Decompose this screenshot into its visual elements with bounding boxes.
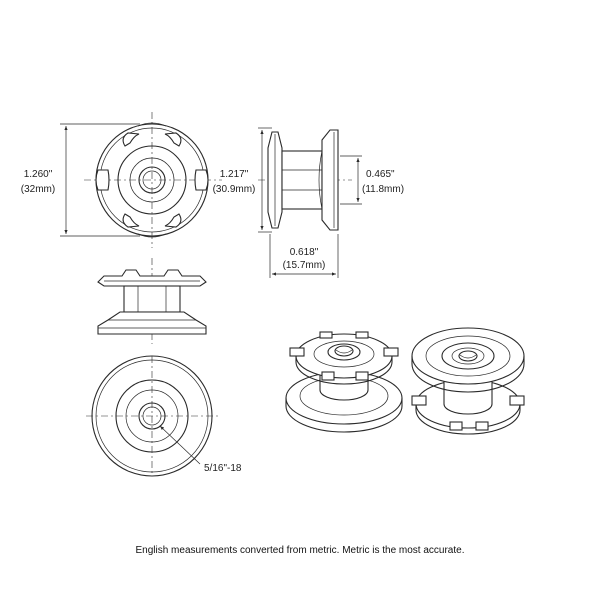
thread-label: 5/16"-18 — [204, 463, 242, 474]
footnote: English measurements converted from metr… — [135, 545, 464, 556]
flange-diameter-imperial: 1.217" — [220, 169, 249, 180]
thread-callout: 5/16"-18 — [159, 425, 242, 474]
dimension-front-diameter: 1.260" (32mm) — [21, 123, 140, 237]
front-diameter-imperial: 1.260" — [24, 169, 53, 180]
elevation-view — [97, 258, 207, 344]
dimension-barrel-diameter: 0.465" (11.8mm) — [340, 155, 404, 205]
overall-length-metric: (15.7mm) — [283, 260, 326, 271]
isometric-view-bottom — [411, 327, 525, 435]
side-view — [258, 129, 352, 231]
barrel-diameter-imperial: 0.465" — [366, 169, 395, 180]
dimension-flange-diameter: 1.217" (30.9mm) — [213, 127, 272, 233]
bottom-view — [86, 355, 218, 477]
barrel-diameter-metric: (11.8mm) — [362, 184, 404, 195]
front-diameter-metric: (32mm) — [21, 184, 55, 195]
isometric-view-top — [285, 331, 403, 433]
dimension-overall-length: 0.618" (15.7mm) — [269, 234, 339, 278]
flange-diameter-metric: (30.9mm) — [213, 184, 256, 195]
front-view — [84, 112, 222, 248]
overall-length-imperial: 0.618" — [290, 247, 319, 258]
